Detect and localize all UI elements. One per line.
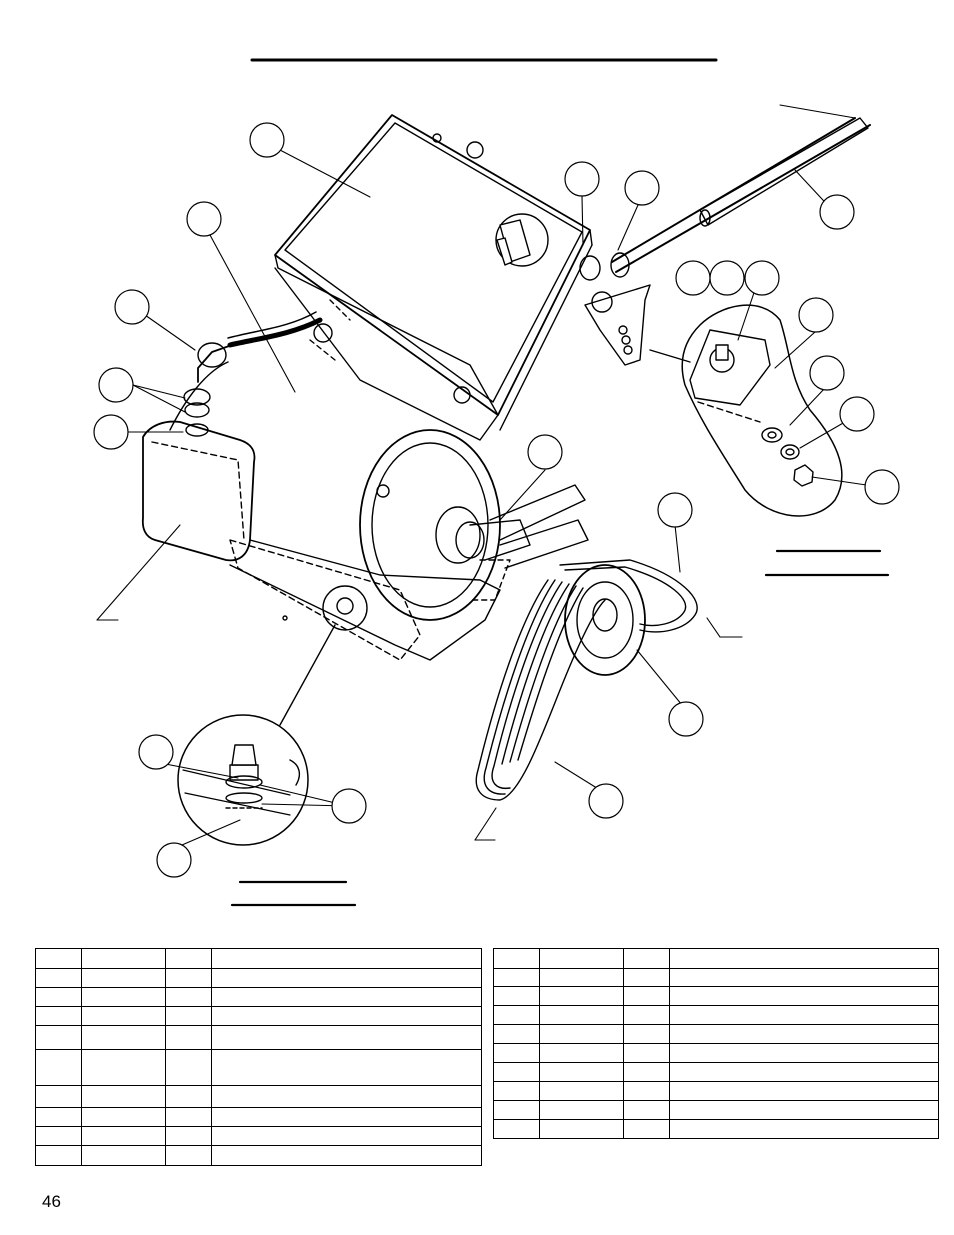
wiring-cable-top-right <box>579 117 871 281</box>
table-row <box>35 1145 482 1166</box>
callout-balloon <box>624 170 660 206</box>
table-row <box>35 1107 482 1127</box>
callout-balloon <box>798 297 834 333</box>
callout-balloon <box>186 201 222 237</box>
callout-balloon <box>98 367 134 403</box>
mount-bracket <box>584 284 651 366</box>
callout-balloon <box>527 434 563 470</box>
table-row <box>493 1043 939 1063</box>
motor <box>229 429 589 661</box>
callout-balloons <box>93 122 900 878</box>
table-row <box>493 1024 939 1044</box>
callout-balloon <box>809 355 845 391</box>
control-box <box>274 114 593 441</box>
page-number: 46 <box>42 1192 61 1211</box>
detail-caption-rules <box>230 549 890 907</box>
callout-balloon <box>249 122 285 158</box>
table-row <box>493 986 939 1006</box>
sheave-and-belt <box>475 559 698 801</box>
conduit-cable <box>197 311 323 383</box>
callout-balloon <box>709 260 745 296</box>
table-row <box>493 1005 939 1025</box>
callout-balloon <box>331 788 367 824</box>
exploded-assembly-drawing <box>93 58 900 907</box>
detail-view-bottom <box>177 714 309 846</box>
table-row <box>493 1119 939 1139</box>
leader-lines <box>96 104 881 849</box>
table-row <box>35 1085 482 1108</box>
table-row <box>493 1062 939 1082</box>
callout-balloon <box>657 492 693 528</box>
table-row <box>35 1006 482 1026</box>
callout-balloon <box>675 260 711 296</box>
callout-balloon <box>564 161 600 197</box>
callout-balloon <box>668 701 704 737</box>
connection-box <box>141 388 256 562</box>
box-knob <box>466 141 484 159</box>
motor-base <box>229 539 421 661</box>
table-row <box>35 948 482 969</box>
table-row <box>35 1025 482 1050</box>
callout-balloon <box>156 842 192 878</box>
table-row <box>493 968 939 987</box>
table-row <box>35 968 482 988</box>
table-row <box>35 987 482 1007</box>
table-row <box>493 1100 939 1120</box>
callout-balloon <box>819 194 855 230</box>
callout-balloon <box>588 783 624 819</box>
callout-balloon <box>93 414 129 450</box>
parts-list-table-left <box>35 948 482 1166</box>
callout-balloon <box>138 734 174 770</box>
callout-balloon <box>114 289 150 325</box>
callout-balloon <box>839 396 875 432</box>
table-row <box>35 1049 482 1086</box>
disconnect-switch <box>495 213 549 267</box>
detail-view-right <box>681 304 843 517</box>
callout-balloon <box>864 469 900 505</box>
callout-balloon <box>744 260 780 296</box>
table-row <box>493 948 939 969</box>
table-row <box>493 1081 939 1101</box>
parts-list-table-right <box>493 948 939 1139</box>
table-row <box>35 1126 482 1146</box>
